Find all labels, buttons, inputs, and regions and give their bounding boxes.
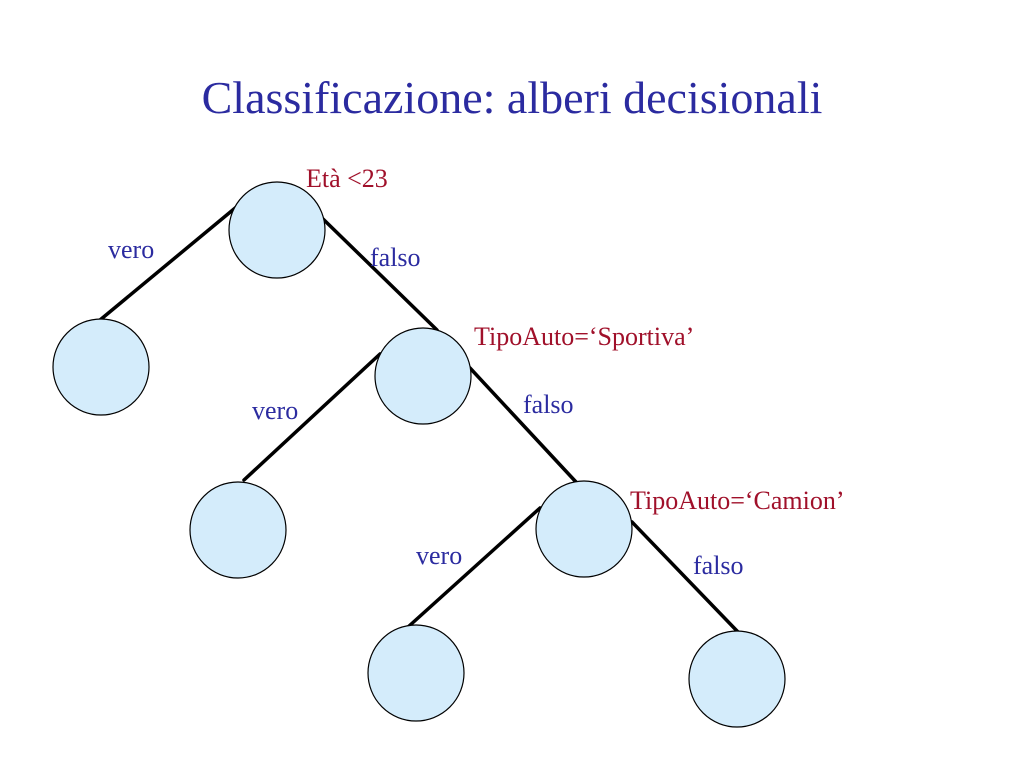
branch-label-vero: vero xyxy=(252,396,299,425)
node-leaf-4 xyxy=(688,630,786,728)
edge-sportiva-to-leaf-2 xyxy=(242,352,382,482)
node-sportiva xyxy=(374,327,472,425)
edge-camion-to-leaf-4 xyxy=(630,520,740,634)
node-leaf-3 xyxy=(367,624,465,722)
node-camion xyxy=(535,480,633,578)
condition-label-root: Età <23 xyxy=(306,164,388,193)
edge-root-to-leaf-1 xyxy=(98,202,242,322)
edge-root-to-sportiva xyxy=(320,216,439,332)
branch-label-vero: vero xyxy=(416,541,463,570)
edge-sportiva-to-camion xyxy=(468,366,578,484)
edge-camion-to-leaf-3 xyxy=(406,506,542,629)
condition-label-sportiva: TipoAuto=‘Sportiva’ xyxy=(474,322,695,351)
branch-label-falso: falso xyxy=(523,390,574,419)
slide-title: Classificazione: alberi decisionali xyxy=(201,72,823,123)
node-root xyxy=(228,181,326,279)
branch-label-falso: falso xyxy=(370,243,421,272)
node-leaf-1 xyxy=(52,318,150,416)
branch-label-vero: vero xyxy=(108,235,155,264)
branch-label-falso: falso xyxy=(693,551,744,580)
node-leaf-2 xyxy=(189,481,287,579)
condition-label-camion: TipoAuto=‘Camion’ xyxy=(630,486,845,515)
